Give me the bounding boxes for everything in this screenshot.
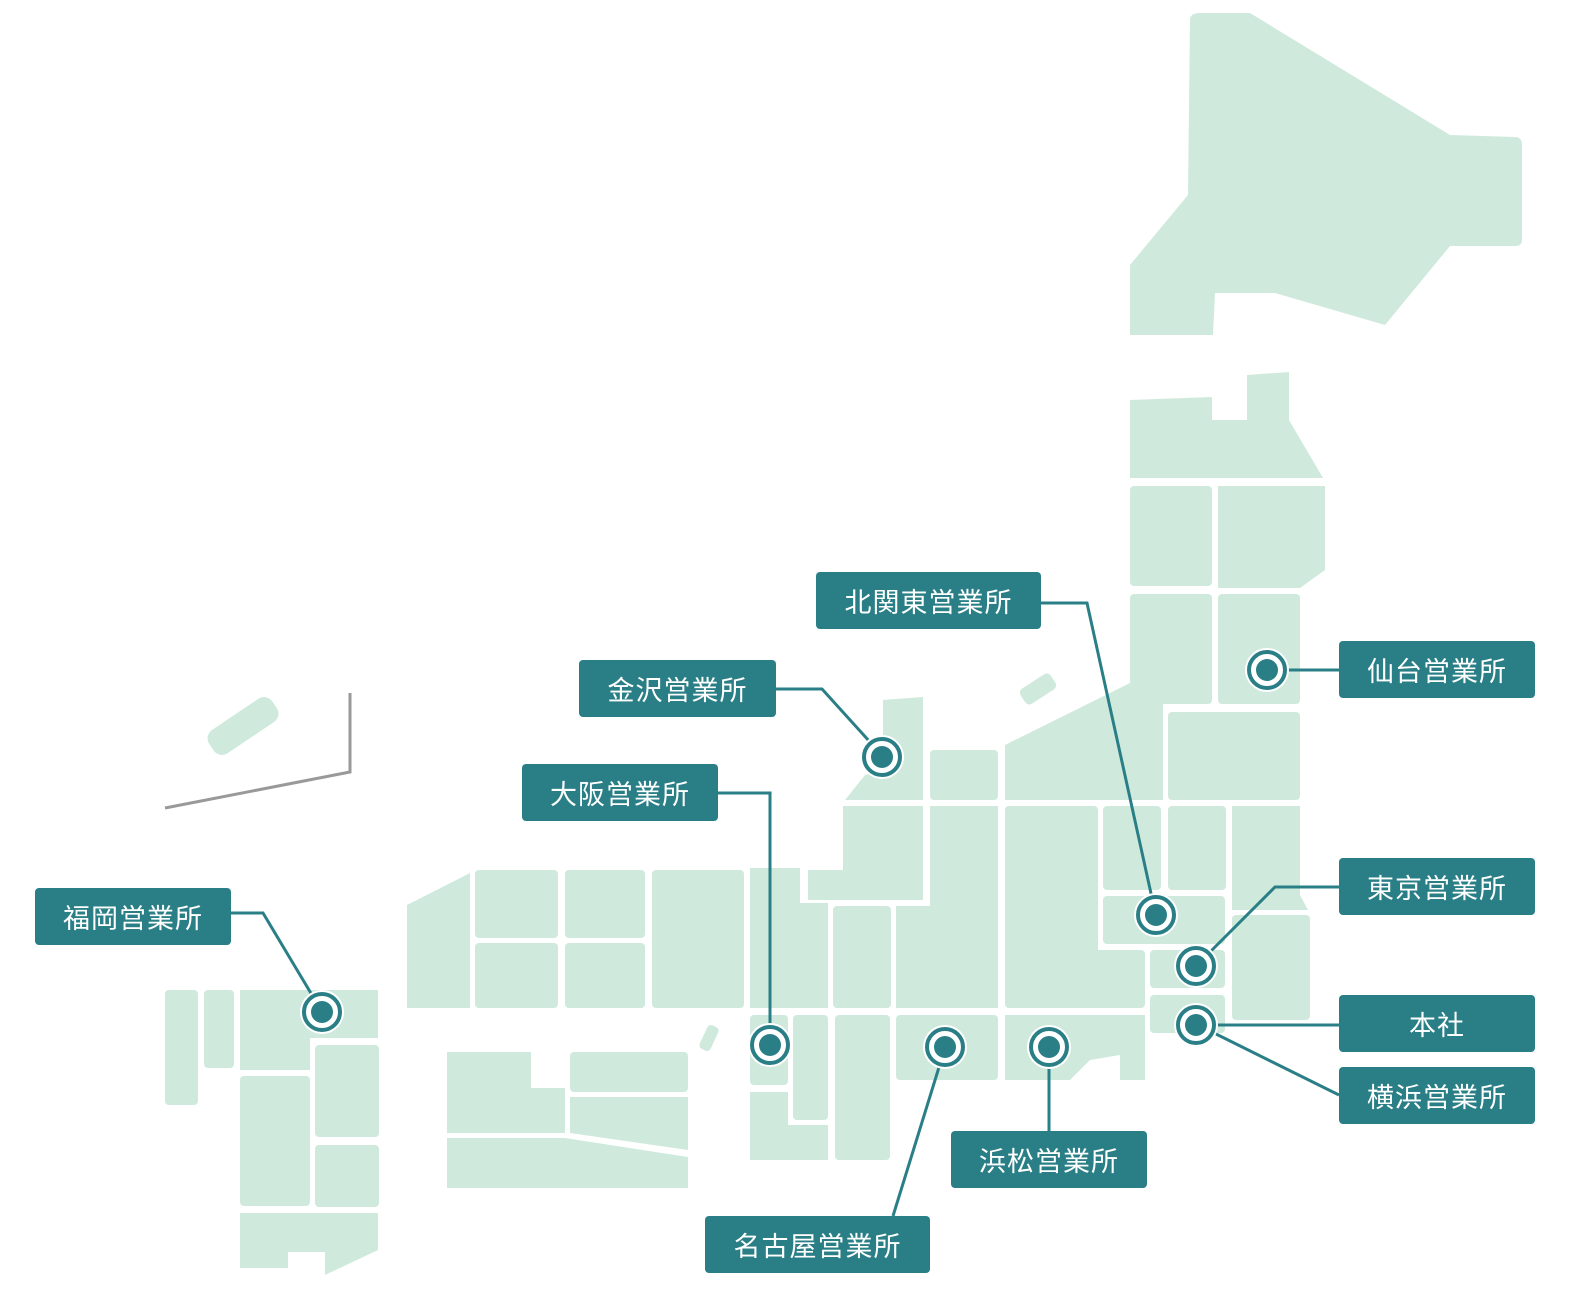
- marker-circle: [1185, 1014, 1207, 1036]
- sado[interactable]: [1018, 672, 1058, 707]
- mie[interactable]: [835, 1015, 890, 1160]
- honsha-office-marker[interactable]: [1174, 1003, 1218, 1047]
- fukushima[interactable]: [1168, 712, 1300, 800]
- tochigi[interactable]: [1168, 806, 1226, 890]
- fukuoka-office-marker[interactable]: [300, 990, 344, 1034]
- gifu[interactable]: [896, 806, 998, 1008]
- kitakanto-office-label[interactable]: 北関東営業所: [816, 572, 1041, 629]
- marker-circle: [1185, 955, 1207, 977]
- kagawa[interactable]: [570, 1052, 688, 1092]
- fukuoka-office-label[interactable]: 福岡営業所: [35, 888, 231, 945]
- kanazawa-office-label[interactable]: 金沢営業所: [579, 660, 776, 717]
- shizuoka[interactable]: [1005, 1015, 1145, 1080]
- tokyo-office-marker[interactable]: [1174, 944, 1218, 988]
- awaji[interactable]: [698, 1024, 720, 1053]
- kanazawa-office-marker[interactable]: [860, 735, 904, 779]
- marker-circle: [1038, 1036, 1060, 1058]
- aomori[interactable]: [1130, 372, 1323, 478]
- shiga[interactable]: [833, 906, 891, 1008]
- nagano[interactable]: [1005, 806, 1098, 1008]
- sendai-office-marker[interactable]: [1245, 648, 1289, 692]
- marker-circle: [311, 1001, 333, 1023]
- kochi[interactable]: [447, 1138, 688, 1188]
- fukui[interactable]: [808, 806, 923, 900]
- iwate[interactable]: [1218, 486, 1325, 588]
- marker-circle: [1145, 904, 1167, 926]
- tokyo-office-label[interactable]: 東京営業所: [1339, 858, 1535, 915]
- okinawa-inset-divider: [164, 693, 352, 810]
- yokohama-office-label[interactable]: 横浜営業所: [1339, 1067, 1535, 1124]
- leader-lines: [231, 601, 1340, 1217]
- marker-circle: [1256, 659, 1278, 681]
- toyama[interactable]: [930, 750, 998, 800]
- marker-circle: [871, 746, 893, 768]
- hokkaido[interactable]: [1130, 13, 1522, 335]
- nagasaki[interactable]: [165, 990, 198, 1105]
- hiroshima[interactable]: [475, 943, 558, 1008]
- tottori[interactable]: [565, 870, 645, 938]
- kumamoto[interactable]: [240, 1076, 310, 1206]
- gunma[interactable]: [1103, 806, 1161, 890]
- osaka-office-marker[interactable]: [748, 1023, 792, 1067]
- office-markers: [300, 648, 1289, 1069]
- marker-circle: [934, 1036, 956, 1058]
- marker-circle: [759, 1034, 781, 1056]
- kitakanto-office-marker[interactable]: [1134, 893, 1178, 937]
- akita[interactable]: [1130, 486, 1212, 586]
- oita[interactable]: [315, 1045, 379, 1137]
- nagoya-office-marker[interactable]: [923, 1025, 967, 1069]
- saga[interactable]: [204, 990, 234, 1068]
- chiba[interactable]: [1232, 915, 1310, 1020]
- ibaraki[interactable]: [1232, 806, 1308, 910]
- yamagata[interactable]: [1130, 594, 1212, 704]
- miyazaki[interactable]: [315, 1145, 379, 1207]
- headquarters-label[interactable]: 本社: [1339, 995, 1535, 1052]
- nagoya-office-label[interactable]: 名古屋営業所: [705, 1216, 930, 1273]
- hamamatsu-office-marker[interactable]: [1027, 1025, 1071, 1069]
- okayama[interactable]: [565, 943, 645, 1008]
- hamamatsu-office-label[interactable]: 浜松営業所: [951, 1131, 1147, 1188]
- hyogo[interactable]: [652, 870, 744, 1008]
- sendai-office-label[interactable]: 仙台営業所: [1339, 641, 1535, 698]
- tokushima[interactable]: [570, 1097, 688, 1150]
- nara[interactable]: [793, 1015, 828, 1120]
- kagoshima[interactable]: [240, 1213, 378, 1275]
- yamaguchi[interactable]: [407, 873, 470, 1008]
- wakayama[interactable]: [750, 1092, 828, 1160]
- okinawa[interactable]: [204, 693, 283, 759]
- shimane[interactable]: [475, 870, 558, 938]
- osaka-office-label[interactable]: 大阪営業所: [522, 764, 718, 821]
- ehime[interactable]: [447, 1052, 565, 1133]
